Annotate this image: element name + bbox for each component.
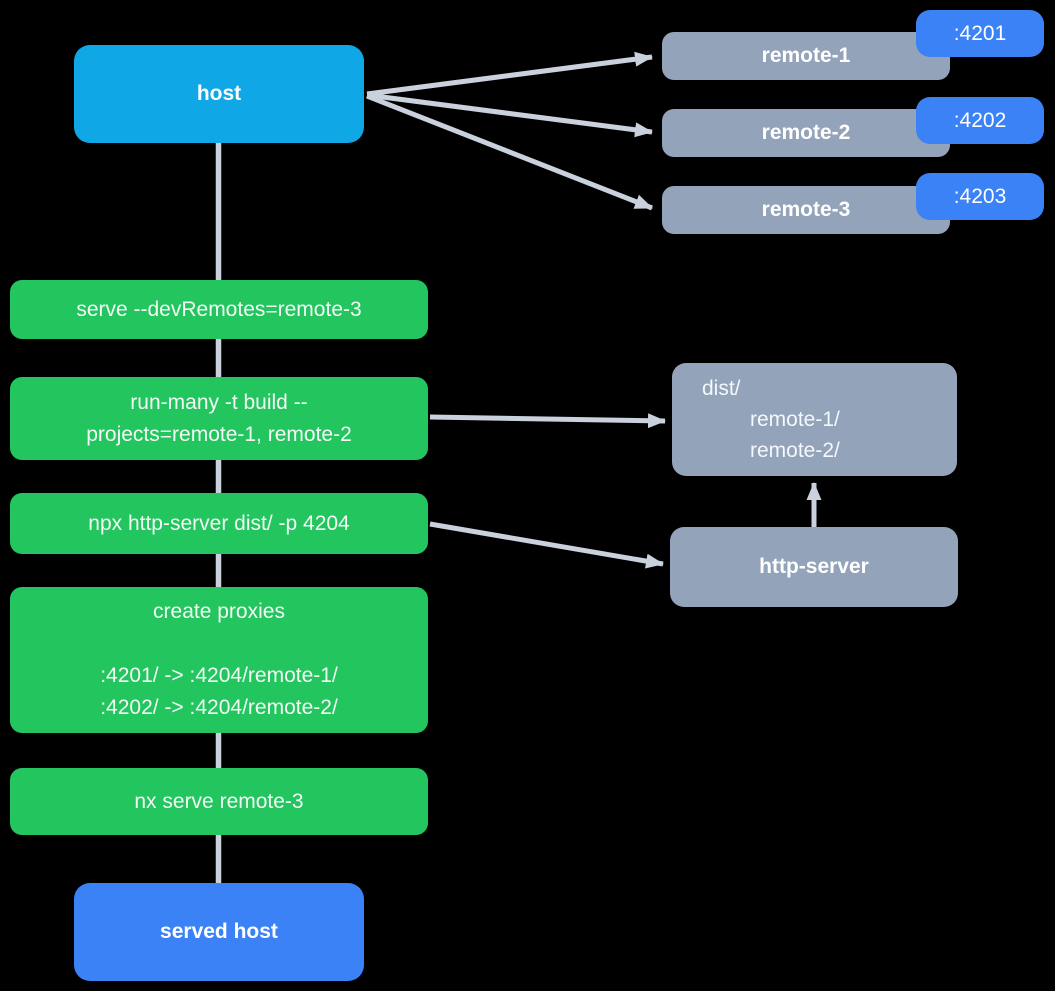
command-line: projects=remote-1, remote-2 <box>86 422 352 446</box>
port-badge-4202: :4202 <box>916 97 1044 144</box>
edge-build-to-dist <box>429 413 666 429</box>
http-server-label: http-server <box>759 555 869 578</box>
remote-1-node: remote-1 <box>662 32 950 80</box>
port-badge-4201-label: :4201 <box>953 21 1007 45</box>
port-badge-4202-label: :4202 <box>953 108 1007 132</box>
edge-host-to-remote-2 <box>366 92 653 138</box>
port-badge-4201: :4201 <box>916 10 1044 57</box>
command-create-proxies: create proxies :4201/ -> :4204/remote-1/… <box>10 587 428 733</box>
remote-1-label: remote-1 <box>761 44 851 67</box>
edge-run-many-to-remote-3 <box>366 93 653 211</box>
edge-npx-to-http-server <box>429 521 664 569</box>
dist-folder-line: remote-1/ <box>750 408 840 431</box>
command-line: nx serve remote-3 <box>134 789 304 813</box>
remote-3-label: remote-3 <box>761 198 851 221</box>
host-label: host <box>196 82 242 105</box>
command-serve-dev-remotes: serve --devRemotes=remote-3 <box>10 280 428 339</box>
command-npx-http-server: npx http-server dist/ -p 4204 <box>10 493 428 554</box>
http-server-node: http-server <box>670 527 958 607</box>
command-run-many-build: run-many -t build -- projects=remote-1, … <box>10 377 428 460</box>
edge-host-to-remote-1 <box>366 51 653 97</box>
dist-folder-line: dist/ <box>702 377 741 400</box>
command-line: :4202/ -> :4204/remote-2/ <box>100 696 338 719</box>
command-line: run-many -t build -- <box>130 390 308 414</box>
remote-3-node: remote-3 <box>662 186 950 234</box>
remote-2-label: remote-2 <box>761 121 851 144</box>
dist-folder-line: remote-2/ <box>750 439 840 462</box>
command-line: :4201/ -> :4204/remote-1/ <box>100 664 338 687</box>
port-badge-4203-label: :4203 <box>953 184 1007 208</box>
command-line: create proxies <box>153 600 285 623</box>
command-nx-serve-remote-3: nx serve remote-3 <box>10 768 428 835</box>
command-line: npx http-server dist/ -p 4204 <box>88 511 350 535</box>
served-host-node: served host <box>74 883 364 981</box>
served-host-label: served host <box>160 920 278 943</box>
command-line: serve --devRemotes=remote-3 <box>76 297 362 321</box>
host-node: host <box>74 45 364 143</box>
dist-folder-node: dist/ remote-1/ remote-2/ <box>672 363 957 476</box>
remote-2-node: remote-2 <box>662 109 950 157</box>
port-badge-4203: :4203 <box>916 173 1044 220</box>
command-line-spacer <box>10 628 428 660</box>
